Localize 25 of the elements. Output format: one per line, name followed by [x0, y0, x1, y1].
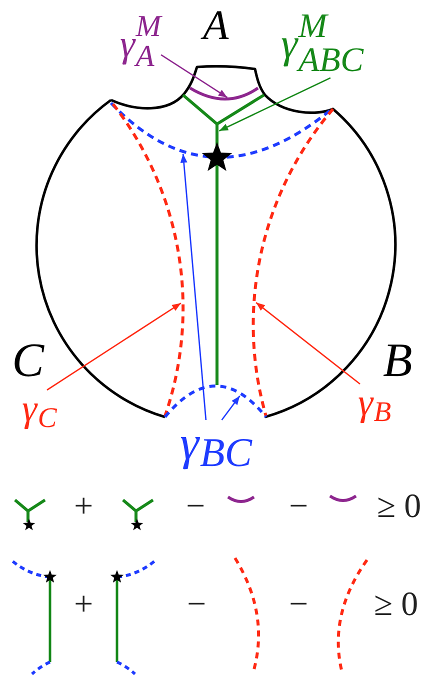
leader-arrow — [160, 54, 228, 98]
leader-arrow — [46, 302, 182, 391]
leader-arrow — [180, 154, 207, 420]
dashed-curve — [252, 108, 334, 416]
plus-sign: + — [74, 588, 94, 622]
region-label: C — [12, 337, 44, 385]
symbol-label: γ$_{C}$ — [22, 390, 57, 434]
solid-arc — [189, 86, 259, 100]
y-junction-line — [182, 94, 266, 386]
minus-sign: − — [187, 588, 206, 622]
region-label: B — [383, 337, 412, 385]
leader-arrow — [218, 77, 331, 132]
symbol-label: γ$_{B}$ — [358, 384, 392, 428]
plus-sign: + — [74, 490, 94, 524]
dashed-curve — [112, 103, 184, 416]
minus-sign: − — [186, 490, 206, 524]
minus-sign: − — [289, 588, 308, 622]
inequality-label: ≥ 0 — [374, 588, 418, 622]
leader-arrow — [221, 396, 240, 420]
region-label: A — [203, 5, 229, 47]
symbol-label: γ$_{BC}$ — [180, 420, 252, 474]
leader-arrow — [256, 302, 360, 385]
dashed-arc — [164, 384, 268, 418]
inequality-label: ≥ 0 — [377, 490, 422, 524]
minus-sign: − — [289, 490, 308, 524]
